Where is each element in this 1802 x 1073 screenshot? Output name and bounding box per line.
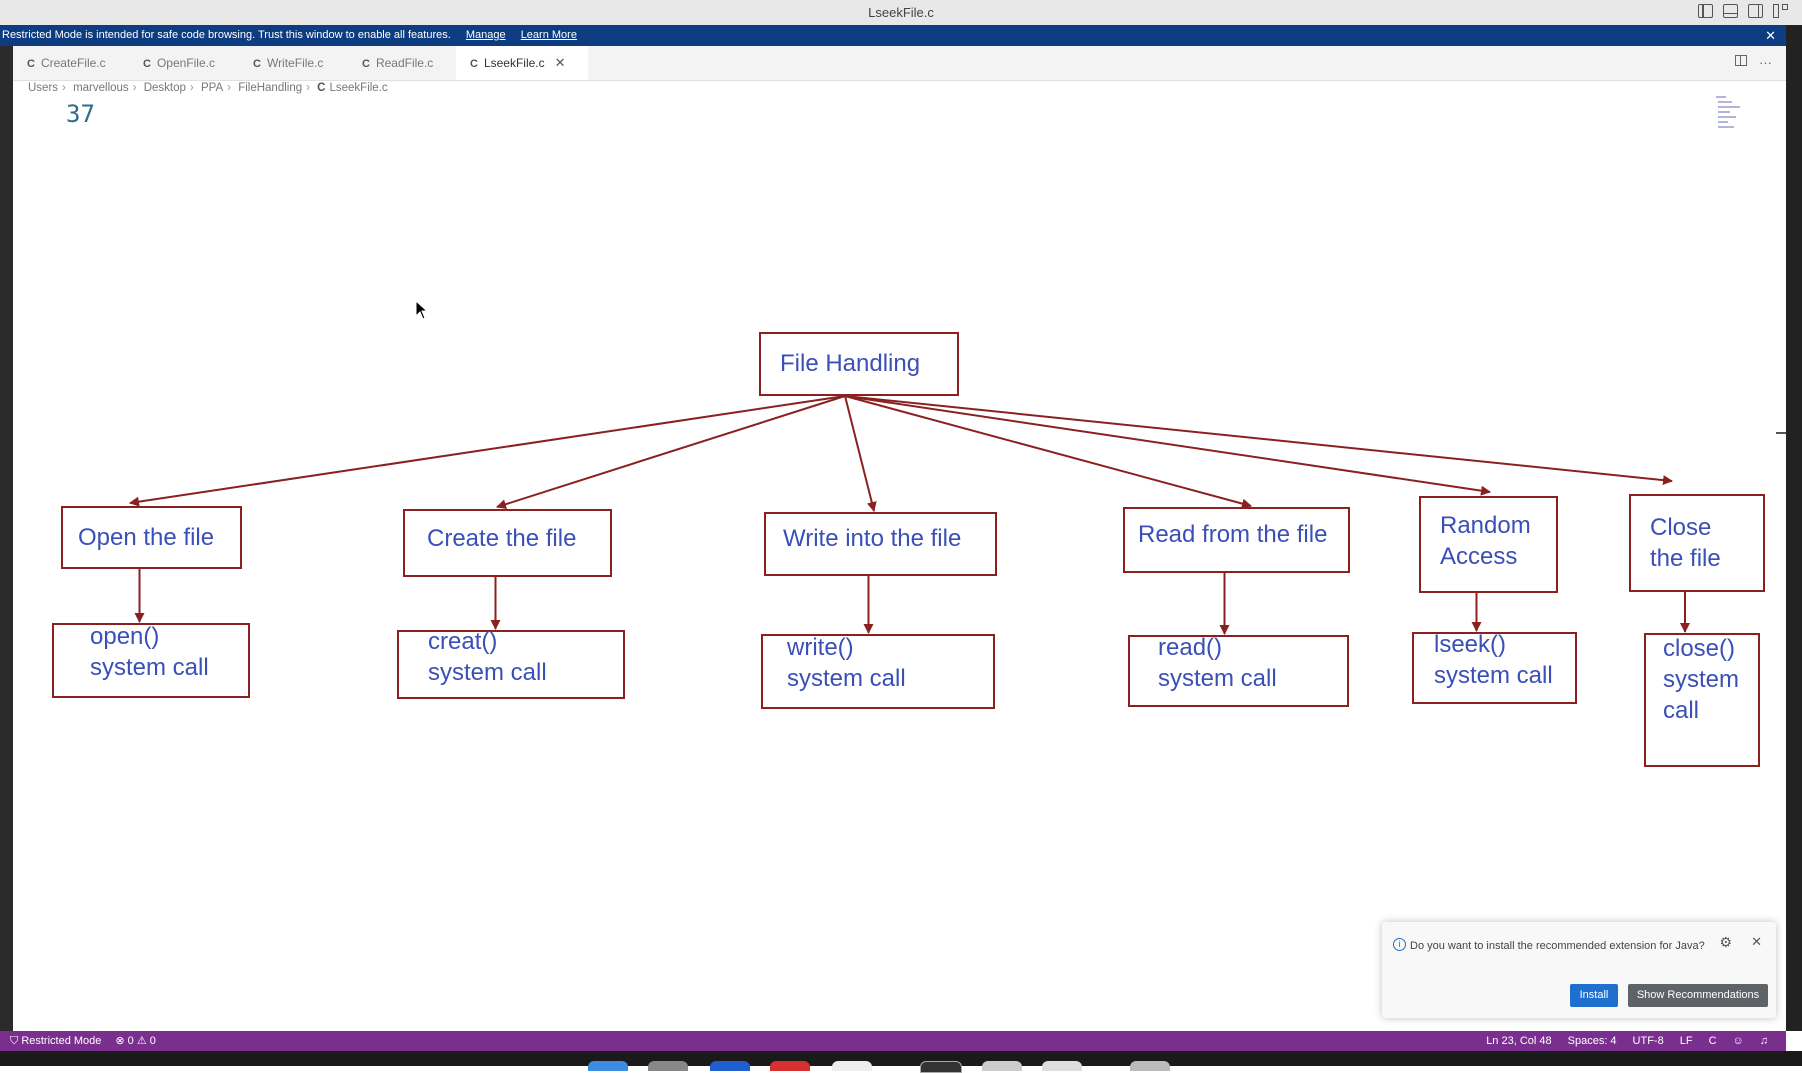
c-file-icon: C bbox=[253, 58, 261, 70]
breadcrumb-item[interactable]: Users bbox=[28, 82, 59, 94]
breadcrumb-item[interactable]: marvellous bbox=[73, 82, 129, 94]
tab-label: OpenFile.c bbox=[156, 56, 215, 70]
root-arrow bbox=[129, 395, 846, 507]
encoding-status[interactable]: UTF-8 bbox=[1632, 1035, 1664, 1047]
system-call-label: open()system call bbox=[90, 623, 209, 681]
title-bar: LseekFile.c bbox=[0, 0, 1802, 26]
dock-app-icon[interactable] bbox=[1130, 1061, 1170, 1071]
install-button[interactable]: Install bbox=[1570, 984, 1618, 1007]
line-number: 37 bbox=[66, 100, 95, 128]
gear-icon[interactable]: ⚙ bbox=[1719, 934, 1732, 950]
category-label: Read from the file bbox=[1138, 521, 1328, 548]
category-label: Create the file bbox=[427, 525, 577, 552]
tab-openfile[interactable]: C OpenFile.c bbox=[129, 46, 241, 80]
c-file-icon: C bbox=[470, 58, 478, 70]
system-call-label: lseek()system call bbox=[1434, 631, 1553, 689]
tab-label: WriteFile.c bbox=[266, 56, 324, 70]
tab-label: CreateFile.c bbox=[40, 56, 106, 70]
notification-message: Do you want to install the recommended e… bbox=[1410, 940, 1705, 952]
finder-icon[interactable] bbox=[588, 1061, 628, 1071]
dock-app-icon[interactable] bbox=[710, 1061, 750, 1071]
banner-close-icon[interactable]: ✕ bbox=[1765, 28, 1776, 43]
feedback-icon[interactable]: ☺ bbox=[1732, 1035, 1744, 1047]
banner-message: Restricted Mode is intended for safe cod… bbox=[2, 29, 451, 41]
tab-writefile[interactable]: C WriteFile.c bbox=[239, 46, 353, 80]
tab-readfile[interactable]: C ReadFile.c bbox=[348, 46, 462, 80]
category-label: Open the file bbox=[78, 524, 215, 551]
tab-createfile[interactable]: C CreateFile.c bbox=[13, 46, 131, 80]
window-title: LseekFile.c bbox=[868, 5, 934, 20]
more-actions-icon[interactable]: ··· bbox=[1759, 55, 1772, 70]
c-file-icon: C bbox=[317, 82, 326, 94]
dock-app-icon[interactable] bbox=[648, 1061, 688, 1071]
root-arrow bbox=[844, 395, 1491, 496]
shield-icon: ⛉ bbox=[10, 1035, 19, 1047]
tab-label: LseekFile.c bbox=[483, 56, 545, 70]
dock-app-icon[interactable] bbox=[770, 1061, 810, 1071]
manage-link[interactable]: Manage bbox=[465, 29, 506, 41]
c-file-icon: C bbox=[143, 58, 151, 70]
root-arrow bbox=[844, 395, 877, 512]
dock-app-icon[interactable] bbox=[982, 1061, 1022, 1071]
editor-tabs: C CreateFile.c C OpenFile.c C WriteFile.c C… bbox=[13, 46, 1786, 81]
breadcrumb: Users› marvellous› Desktop› PPA› FileHan… bbox=[28, 82, 388, 94]
mouse-cursor-icon bbox=[415, 300, 429, 320]
system-call-label: read()system call bbox=[1158, 634, 1277, 692]
activity-bar bbox=[0, 46, 13, 1031]
restricted-mode-status[interactable]: ⛉ Restricted Mode bbox=[10, 1035, 102, 1047]
system-call-label: creat()system call bbox=[428, 628, 547, 686]
system-call-label: write()system call bbox=[787, 634, 906, 692]
bell-icon[interactable]: ♫ bbox=[1759, 1035, 1768, 1047]
breadcrumb-file[interactable]: LseekFile.c bbox=[329, 82, 388, 94]
breadcrumb-item[interactable]: PPA bbox=[200, 82, 224, 94]
tab-lseekfile[interactable]: C LseekFile.c ✕ bbox=[456, 46, 588, 80]
toggle-secondary-sidebar-icon[interactable] bbox=[1748, 4, 1763, 18]
status-bar: ⛉ Restricted Mode ⊗ 0 ⚠ 0 Ln 23, Col 48 … bbox=[0, 1031, 1786, 1051]
breadcrumb-item[interactable]: Desktop bbox=[143, 82, 186, 94]
toggle-primary-sidebar-icon[interactable] bbox=[1698, 4, 1713, 18]
problems-status[interactable]: ⊗ 0 ⚠ 0 bbox=[115, 1035, 156, 1047]
extension-recommendation-toast: i Do you want to install the recommended… bbox=[1382, 922, 1776, 1018]
window-edge bbox=[1786, 25, 1802, 1031]
indentation-status[interactable]: Spaces: 4 bbox=[1567, 1035, 1617, 1047]
tab-label: ReadFile.c bbox=[375, 56, 434, 70]
close-icon[interactable]: ✕ bbox=[1751, 934, 1762, 949]
tab-close-icon[interactable]: ✕ bbox=[554, 55, 566, 70]
c-file-icon: C bbox=[362, 58, 370, 70]
dock-app-icon[interactable] bbox=[920, 1061, 962, 1073]
root-arrow bbox=[496, 395, 846, 510]
dock-app-icon[interactable] bbox=[1042, 1061, 1082, 1071]
breadcrumb-item[interactable]: FileHandling bbox=[238, 82, 303, 94]
cursor-position-status[interactable]: Ln 23, Col 48 bbox=[1486, 1035, 1552, 1047]
root-label: File Handling bbox=[780, 350, 921, 377]
show-recommendations-button[interactable]: Show Recommendations bbox=[1628, 984, 1768, 1007]
minimap[interactable] bbox=[1716, 96, 1746, 136]
language-status[interactable]: C bbox=[1708, 1035, 1717, 1047]
c-file-icon: C bbox=[27, 58, 35, 70]
scrollbar-thumb[interactable] bbox=[1776, 432, 1786, 434]
info-icon: i bbox=[1393, 938, 1406, 951]
eol-status[interactable]: LF bbox=[1679, 1035, 1693, 1047]
restricted-mode-banner: Restricted Mode is intended for safe cod… bbox=[0, 25, 1788, 46]
root-arrow bbox=[844, 395, 1252, 509]
dock bbox=[0, 1051, 1802, 1066]
root-arrow bbox=[844, 395, 1673, 486]
customize-layout-icon[interactable] bbox=[1773, 4, 1788, 18]
toggle-panel-icon[interactable] bbox=[1723, 4, 1738, 18]
category-label: Write into the file bbox=[783, 525, 962, 552]
split-editor-icon[interactable] bbox=[1735, 55, 1747, 66]
dock-app-icon[interactable] bbox=[832, 1061, 872, 1071]
learn-more-link[interactable]: Learn More bbox=[520, 29, 577, 41]
